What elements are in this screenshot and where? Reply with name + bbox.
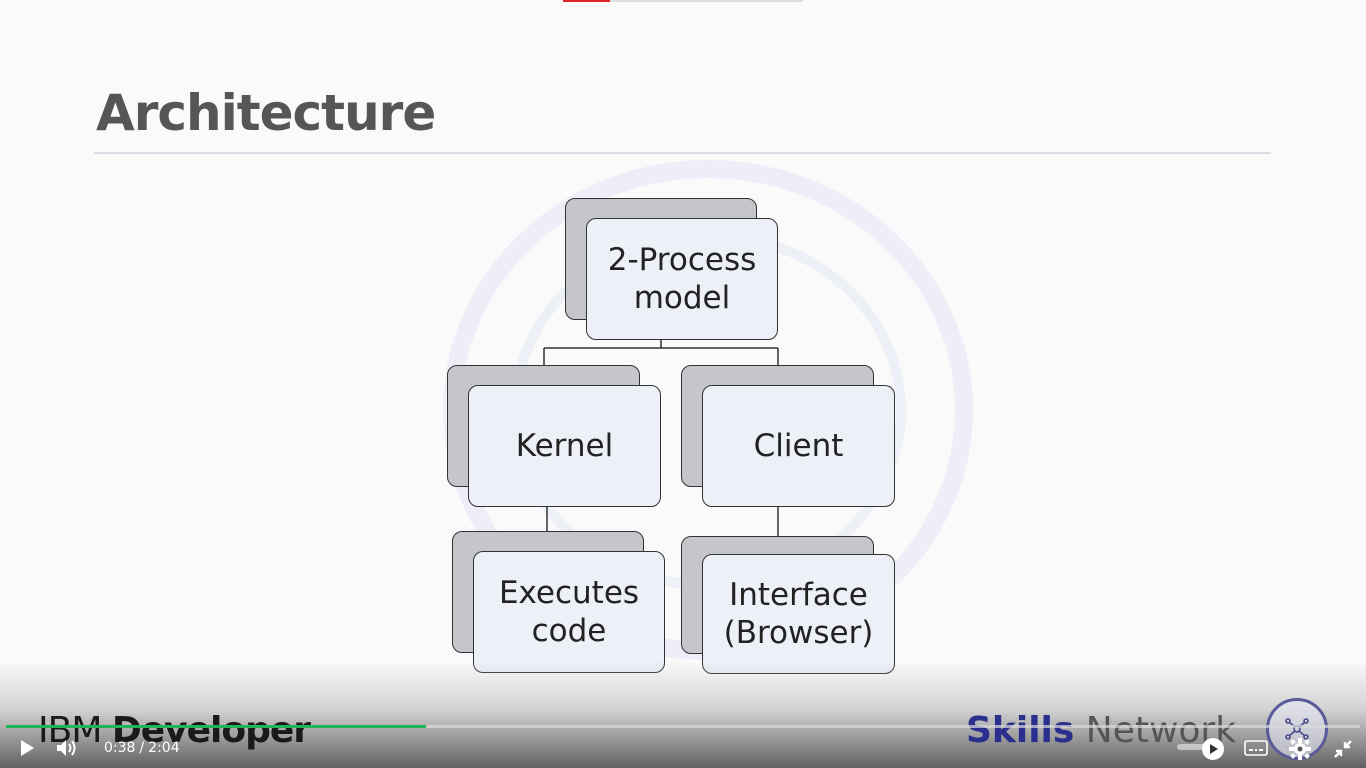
- duration: 2:04: [148, 740, 180, 756]
- exit-fullscreen-icon: [1334, 740, 1352, 758]
- node-label-line: Kernel: [515, 428, 614, 464]
- node-box: Interface(Browser): [702, 554, 895, 674]
- current-time: 0:38: [104, 740, 136, 756]
- node-box: Kernel: [468, 385, 661, 507]
- autoplay-icon: [1202, 738, 1224, 760]
- subtitles-icon: [1244, 740, 1268, 756]
- volume-icon: [57, 740, 76, 756]
- autoplay-toggle-track[interactable]: [1177, 744, 1213, 750]
- time-display: 0:38/2:04: [104, 740, 184, 756]
- node-label-line: Client: [753, 428, 844, 464]
- slide-title: Architecture: [96, 84, 436, 142]
- video-progress-bar[interactable]: [6, 725, 1360, 728]
- title-divider: [94, 152, 1271, 154]
- ibm-developer-logo: IBM Developer: [38, 710, 311, 751]
- node-label-line: Executes: [498, 575, 640, 611]
- top-loading-bar-fill: [563, 0, 610, 2]
- ibm-logo-bold: Developer: [111, 710, 311, 751]
- node-label-line: 2-Process: [607, 242, 757, 278]
- node-box: Client: [702, 385, 895, 507]
- play-icon: [21, 740, 34, 756]
- top-loading-bar: [563, 0, 803, 2]
- play-button[interactable]: [16, 737, 38, 759]
- skills-logo-bold: Skills: [966, 710, 1075, 751]
- player-controls-gradient: [0, 660, 1366, 768]
- node-label-line: code: [531, 613, 607, 649]
- node-label-line: model: [633, 280, 731, 316]
- subtitles-button[interactable]: [1243, 737, 1269, 759]
- settings-icon: [1289, 738, 1311, 760]
- volume-button[interactable]: [54, 737, 80, 759]
- video-progress-fill: [6, 725, 426, 728]
- exit-fullscreen-button[interactable]: [1331, 737, 1355, 761]
- node-label-line: (Browser): [723, 615, 874, 651]
- autoplay-toggle[interactable]: [1201, 737, 1225, 761]
- settings-button[interactable]: [1288, 737, 1312, 761]
- time-separator: /: [139, 740, 145, 756]
- node-label-line: Interface: [729, 577, 868, 613]
